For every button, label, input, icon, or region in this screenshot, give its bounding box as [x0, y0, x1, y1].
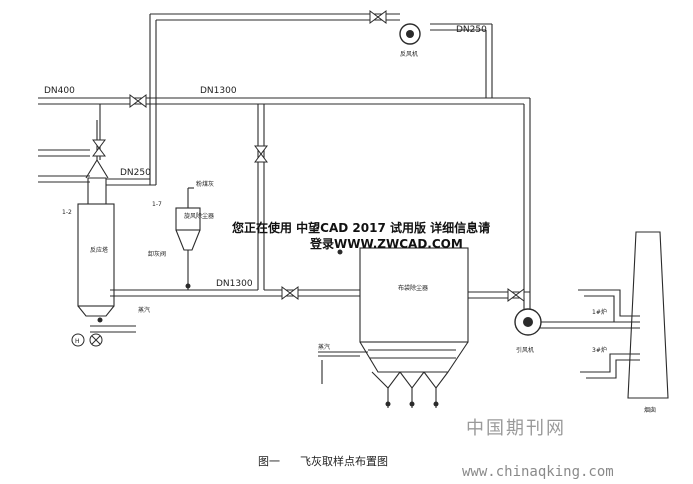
label-port1: 1#炉: [592, 308, 607, 316]
valve-icon: [369, 10, 387, 24]
label-unloader: 卸灰阀: [148, 250, 166, 258]
induced-fan: [514, 308, 542, 336]
cad-watermark-line1: 您正在使用 中望CAD 2017 试用版 详细信息请: [232, 220, 490, 235]
label-cyclone: 旋风除尘器: [184, 212, 214, 220]
chimney-stack: [627, 231, 669, 399]
label-h-marker: H: [75, 338, 80, 345]
bag-filter-housing: [359, 247, 469, 408]
steam-inlet-lines: [90, 325, 368, 384]
pipe-label-dn250-right: DN250: [456, 25, 487, 35]
valve-icon: [129, 94, 147, 108]
sampling-points: [97, 249, 439, 407]
h-marker: [71, 333, 103, 347]
bottom-header-pipe: [110, 289, 530, 299]
label-steam: 蒸汽: [138, 306, 150, 314]
journal-name: 中国期刊网: [466, 418, 566, 439]
label-reburn-fan: 反风机: [400, 50, 418, 58]
label-boiler-tag: 1-2: [62, 209, 72, 216]
journal-url: www.chinaqking.com: [462, 464, 614, 480]
valve-icon: [254, 145, 268, 163]
pipe-label-dn1300-top: DN1300: [200, 86, 237, 96]
middle-branch-pipe: [257, 104, 265, 290]
cyclone-separator: [175, 187, 201, 290]
label-port3: 3#炉: [592, 346, 607, 354]
dn250-loop-pipe: [106, 13, 493, 186]
valve-icon: [281, 286, 299, 300]
label-boiler: 反应塔: [90, 246, 108, 254]
caption-figure: 图一: [258, 455, 280, 468]
label-cyclone-tag: 1-7: [152, 201, 162, 208]
label-chimney: 烟囱: [644, 406, 656, 414]
label-induced-fan: 引风机: [516, 346, 534, 354]
valve-icon: [92, 139, 106, 157]
label-bag-filter: 布袋除尘器: [398, 284, 428, 292]
label-ash-bin: 粉煤灰: [196, 180, 214, 188]
outlet-ducts: [538, 289, 640, 379]
main-header-pipe: [38, 97, 531, 292]
pipe-label-dn400: DN400: [44, 86, 75, 96]
label-inlet-steam: 蒸汽: [318, 343, 330, 351]
pipe-label-dn1300-bottom: DN1300: [216, 279, 253, 289]
reaction-tower: [77, 104, 115, 317]
cad-watermark-line2: 登录WWW.ZWCAD.COM: [309, 236, 463, 251]
top-fan: [399, 23, 421, 45]
pipe-label-dn250-left: DN250: [120, 168, 151, 178]
left-inlet-pipes: [38, 149, 90, 183]
caption-title: 飞灰取样点布置图: [300, 454, 388, 468]
valve-icon: [507, 288, 525, 302]
